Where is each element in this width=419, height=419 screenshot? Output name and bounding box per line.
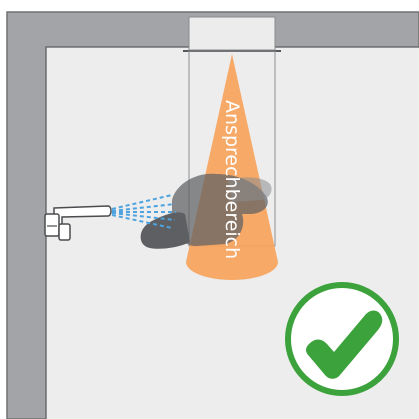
zone-label: Ansprechbereich <box>221 100 243 259</box>
wall-edge <box>45 46 419 419</box>
success-badge <box>285 282 399 396</box>
sensor-housing <box>188 16 276 51</box>
faucet-icon <box>44 205 112 241</box>
water-spray <box>111 194 176 229</box>
hand-icon <box>140 173 272 249</box>
checkmark-icon <box>306 310 383 379</box>
